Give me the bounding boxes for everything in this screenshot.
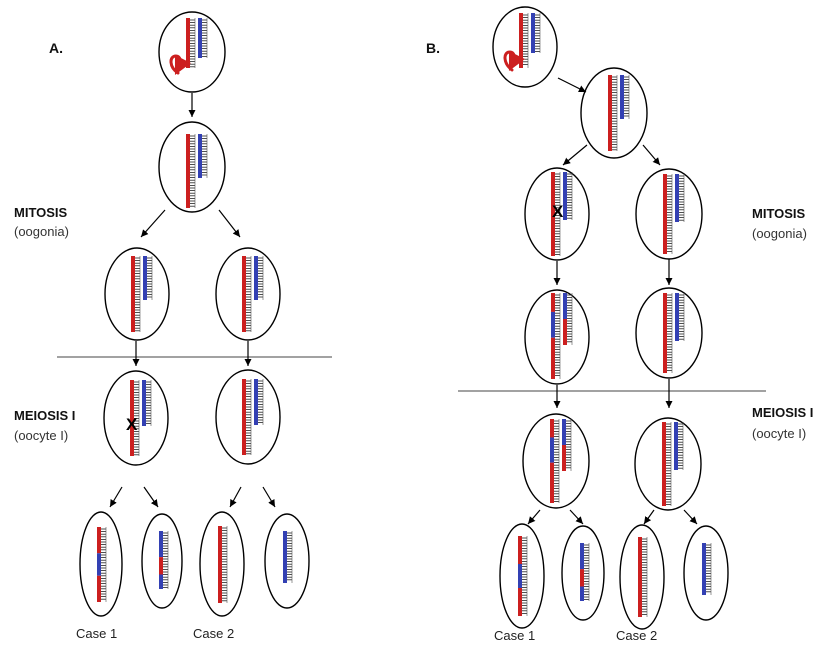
chromosome xyxy=(663,293,673,373)
chromosome xyxy=(283,531,293,583)
chromosome xyxy=(563,293,573,345)
chromosome xyxy=(608,75,618,151)
chromosome xyxy=(551,293,561,379)
cell-b-oogonia2-right xyxy=(635,287,703,379)
meiosis-label-b: MEIOSIS I xyxy=(752,405,814,420)
chromosome xyxy=(218,526,228,603)
cell-b-mitosis xyxy=(580,67,648,159)
arrow xyxy=(643,509,655,525)
chromosome xyxy=(518,536,528,616)
chromosome xyxy=(531,13,541,53)
arrow xyxy=(527,509,541,525)
chromosome xyxy=(242,256,252,332)
chromosome xyxy=(580,543,590,601)
chromosome xyxy=(562,419,572,471)
cell-a-case1-other xyxy=(141,513,183,609)
case1-label-a: Case 1 xyxy=(76,626,118,641)
chromosome xyxy=(131,256,141,332)
cell-a-case2-maternal xyxy=(199,511,245,617)
panel-label-b: B. xyxy=(426,40,440,56)
cell-a-mitosis xyxy=(158,121,226,213)
cell-b-case1-recombinant xyxy=(499,523,545,629)
arrow xyxy=(262,486,276,508)
chromosome xyxy=(130,380,140,456)
chromosome xyxy=(663,174,673,254)
arrow xyxy=(642,144,661,166)
case1-label-b: Case 1 xyxy=(494,628,536,643)
inversion-arrow-icon xyxy=(169,54,192,76)
cell-a-case1-recombinant xyxy=(79,511,123,617)
oocyte-label-a: (oocyte I) xyxy=(14,428,69,443)
arrow xyxy=(109,486,123,508)
arrow xyxy=(218,209,241,238)
case2-label-a: Case 2 xyxy=(193,626,235,641)
cell-a-oogonia-left xyxy=(104,247,170,341)
mitosis-label-b: MITOSIS xyxy=(752,206,806,221)
cell-b-case2-paternal xyxy=(683,525,729,621)
chromosome xyxy=(674,422,684,470)
arrow xyxy=(569,509,584,525)
chromosome xyxy=(142,380,152,426)
oocyte-label-b: (oocyte I) xyxy=(752,426,807,441)
arrow xyxy=(683,509,698,525)
chromosome xyxy=(662,422,672,506)
cell-a-case2-paternal xyxy=(264,513,310,609)
chromosome xyxy=(198,134,208,178)
panel-label-a: A. xyxy=(49,40,63,56)
arrow xyxy=(557,77,587,93)
chromosome xyxy=(143,256,153,300)
mitosis-label-a: MITOSIS xyxy=(14,205,68,220)
arrow xyxy=(143,486,159,508)
inversion-arrow-icon xyxy=(503,50,526,72)
chromosome xyxy=(675,174,685,222)
cell-b-meiosis-right xyxy=(634,417,702,511)
cell-b-oogonia2-left xyxy=(524,289,590,385)
chromosome xyxy=(702,543,712,595)
chromosome xyxy=(97,527,107,602)
cell-b-oogonia-right xyxy=(635,168,703,260)
chromosome xyxy=(675,293,685,341)
cell-b-meiosis-left xyxy=(522,413,590,509)
cell-b-case2-maternal xyxy=(619,524,665,630)
cell-a-oogonia-right xyxy=(215,247,281,341)
crossover-mark-b: X xyxy=(552,202,564,221)
chromosome xyxy=(186,134,196,208)
chromosome xyxy=(254,256,264,300)
chromosome xyxy=(620,75,630,119)
cell-b-top xyxy=(492,6,558,88)
chromosome xyxy=(563,172,573,220)
cell-a-meiosis-left xyxy=(103,370,169,466)
cell-a-meiosis-right xyxy=(215,369,281,465)
chromosome xyxy=(159,531,169,589)
crossover-mark-a: X xyxy=(126,415,138,434)
cell-b-oogonia-left xyxy=(524,167,590,261)
chromosome xyxy=(242,379,252,455)
chromosome xyxy=(550,419,560,503)
arrow xyxy=(140,209,166,238)
oogonia-label-a: (oogonia) xyxy=(14,224,69,239)
chromosome xyxy=(254,379,264,425)
chromosome xyxy=(198,18,208,58)
meiosis-label-a: MEIOSIS I xyxy=(14,408,76,423)
arrow xyxy=(229,486,242,508)
chromosome xyxy=(638,537,648,617)
arrow xyxy=(562,144,588,166)
case2-label-b: Case 2 xyxy=(616,628,658,643)
cell-a-top xyxy=(158,11,226,93)
cell-b-case1-other xyxy=(561,525,605,621)
oogonia-label-b: (oogonia) xyxy=(752,226,807,241)
chromosome xyxy=(551,172,561,256)
